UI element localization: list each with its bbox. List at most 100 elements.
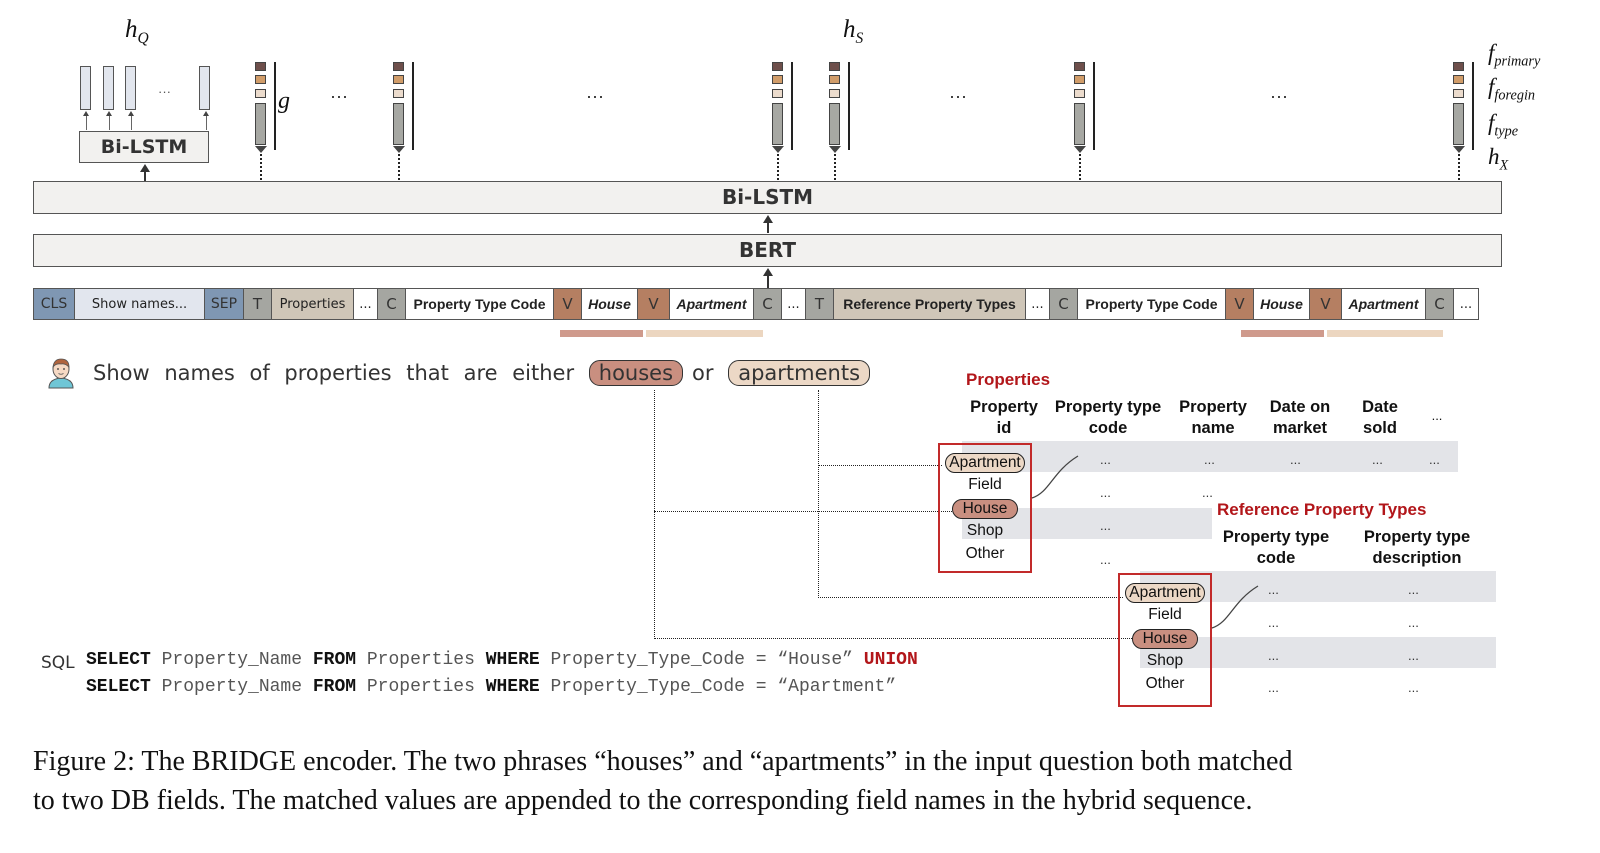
table-cell: ...	[1268, 582, 1279, 597]
question-vector	[80, 66, 91, 110]
sequence-token: V	[1226, 289, 1254, 319]
input-question: Show names of properties that are either…	[93, 360, 871, 386]
apartment-match-underline	[646, 330, 763, 337]
table-cell: ...	[1100, 552, 1111, 567]
apartments-match-pill: apartments	[728, 360, 871, 386]
bert-block: BERT	[33, 234, 1502, 267]
picklist-value: Other	[938, 545, 1032, 563]
sql-line-2: SELECT Property_Name FROM Properties WHE…	[86, 677, 897, 697]
question-vector	[199, 66, 210, 110]
sequence-token: CLS	[34, 289, 75, 319]
sequence-token: C	[1426, 289, 1454, 319]
sequence-token: C	[378, 289, 406, 319]
picklist-value: Field	[938, 476, 1032, 494]
question-or: or	[692, 361, 714, 385]
apartment-match-pill: Apartment	[945, 453, 1025, 473]
ellipsis: ···	[949, 86, 967, 106]
properties-table-title: Properties	[966, 370, 1051, 389]
sql-line-1: SELECT Property_Name FROM Properties WHE…	[86, 650, 918, 670]
houses-link-line	[654, 638, 1138, 639]
f-foreign-label: fforegin	[1488, 74, 1536, 104]
sequence-token: T	[244, 289, 272, 319]
f-type-label: ftype	[1488, 110, 1519, 140]
ellipsis: ···	[1270, 86, 1288, 106]
picklist-value: Shop	[938, 522, 1032, 540]
property-type-picklist	[938, 443, 1032, 573]
table-cell: ...	[1202, 485, 1213, 500]
sequence-token: T	[806, 289, 834, 319]
apartment-match-underline	[1327, 330, 1443, 337]
ellipsis: ···	[330, 86, 348, 106]
question-bilstm-block: Bi-LSTM	[79, 131, 209, 163]
houses-link-line	[654, 390, 655, 639]
apartments-link-line	[818, 465, 942, 466]
bilstm-block: Bi-LSTM	[33, 181, 1502, 214]
picklist-text: Shop	[966, 522, 1004, 539]
picklist-value: Apartment	[938, 453, 1032, 473]
table-cell: ...	[1372, 452, 1383, 467]
table-cell: ...	[1429, 452, 1440, 467]
sequence-token: Apartment	[1342, 289, 1426, 319]
sequence-token: V	[554, 289, 582, 319]
caption-line-1: Figure 2: The BRIDGE encoder. The two ph…	[33, 746, 1293, 777]
h-x-label: hX	[1488, 144, 1509, 174]
table-cell: ...	[1100, 452, 1111, 467]
sql-label: SQL	[41, 653, 75, 673]
arrow-up-icon	[140, 164, 150, 181]
table-cell: ...	[1100, 518, 1111, 533]
sequence-token: SEP	[205, 289, 244, 319]
sequence-token: C	[1050, 289, 1078, 319]
picklist-value: House	[1118, 629, 1212, 649]
picklist-text: Shop	[1146, 652, 1184, 669]
picklist-text: Other	[965, 545, 1005, 562]
table-row	[962, 441, 1458, 472]
arrow-up-icon	[763, 215, 773, 233]
arrow-up-icon	[203, 111, 209, 130]
f-primary-label: fprimary	[1488, 40, 1541, 70]
table-cell: ...	[1204, 452, 1215, 467]
sequence-token: House	[582, 289, 638, 319]
sequence-token: Apartment	[670, 289, 754, 319]
picklist-value: House	[938, 499, 1032, 519]
reference-table-title: Reference Property Types	[1217, 500, 1431, 520]
arrow-up-icon	[763, 268, 773, 288]
house-match-underline	[560, 330, 643, 337]
sequence-token: Show names...	[75, 289, 205, 319]
picklist-value: Shop	[1118, 652, 1212, 670]
property-type-picklist	[1118, 573, 1212, 707]
picklist-text: Field	[1148, 606, 1182, 623]
sequence-token: ...	[354, 289, 378, 319]
houses-link-line	[654, 511, 956, 512]
table-row	[1140, 637, 1496, 668]
picklist-value: Field	[1118, 606, 1212, 624]
picklist-text: Field	[968, 476, 1002, 493]
sequence-token: ...	[1454, 289, 1478, 319]
arrow-up-icon	[128, 111, 134, 130]
picklist-text: Other	[1145, 675, 1185, 692]
table-cell: ...	[1100, 485, 1111, 500]
h-q-label: hQ	[125, 16, 149, 47]
h-s-label: hS	[843, 16, 864, 47]
table-cell: ...	[1268, 648, 1279, 663]
houses-match-pill: houses	[588, 360, 684, 386]
question-vector	[103, 66, 114, 110]
question-text: Show names of properties that are either	[93, 361, 575, 385]
sequence-token: Property Type Code	[406, 289, 554, 319]
sequence-token: House	[1254, 289, 1310, 319]
sequence-token: Properties	[272, 289, 354, 319]
column-header: ...	[1431, 408, 1443, 423]
table-cell: ...	[1408, 615, 1419, 630]
table-cell: ...	[1408, 648, 1419, 663]
apartments-link-line	[818, 597, 1123, 598]
picklist-value: Other	[1118, 675, 1212, 693]
table-cell: ...	[1268, 615, 1279, 630]
apartment-match-pill: Apartment	[1125, 583, 1205, 603]
house-match-pill: House	[1131, 629, 1199, 649]
